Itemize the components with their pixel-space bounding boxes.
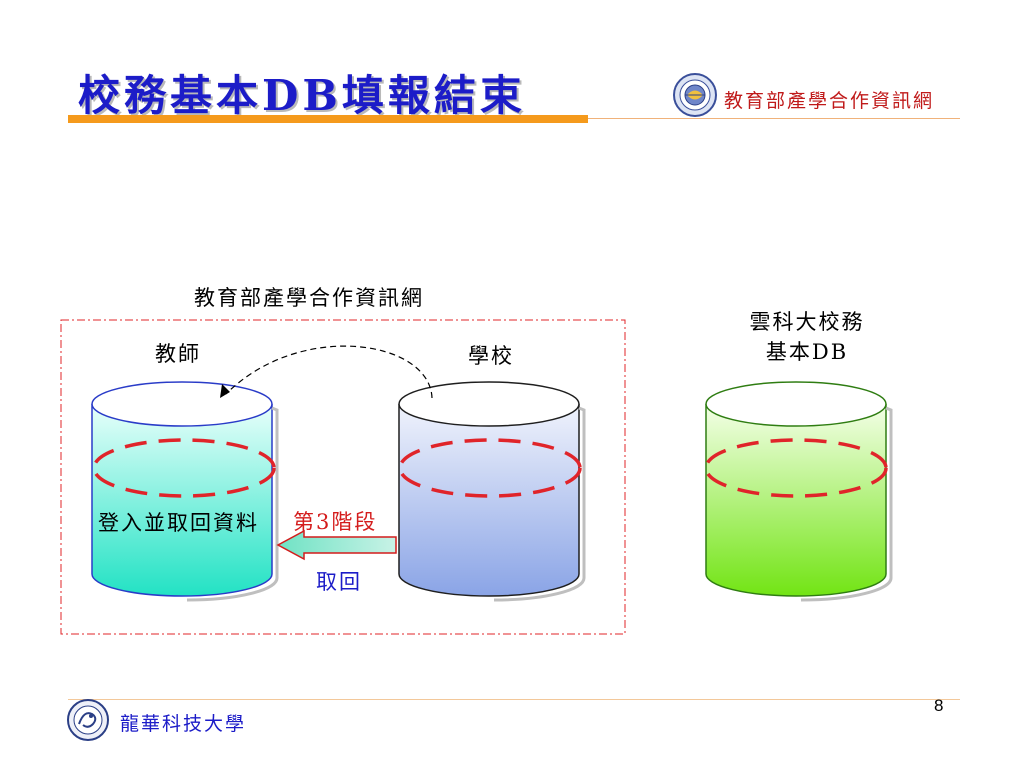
- yunke-db-dashed-ring: [704, 438, 888, 498]
- yunke-db-label-line1: 雲科大校務: [749, 310, 865, 334]
- retrieve-label: 取回: [316, 570, 362, 594]
- teacher-db-cylinder: [91, 381, 279, 602]
- school-db-cylinder: [398, 381, 586, 602]
- dashed-curve-arrowhead: [220, 384, 230, 398]
- title-accent-bar: [68, 115, 588, 123]
- stage-label: 第3階段: [293, 510, 378, 534]
- dragon-seal-icon: [67, 699, 109, 741]
- group-frame: [60, 319, 626, 635]
- page-number: 8: [934, 696, 944, 715]
- teacher-db-dashed-ring: [92, 438, 276, 498]
- school-db-dashed-ring: [398, 438, 582, 498]
- dashed-curve-arrow: [225, 345, 433, 399]
- school-label: 學校: [468, 344, 514, 368]
- yunke-db-cylinder: [704, 381, 893, 602]
- teacher-label: 教師: [155, 342, 201, 366]
- footer-divider: [68, 699, 960, 700]
- yunke-db-label-line2: 基本DB: [765, 340, 849, 364]
- footer-school-name: 龍華科技大學: [120, 713, 247, 735]
- org-name: 教育部產學合作資訊網: [724, 90, 935, 112]
- group-label: 教育部產學合作資訊網: [194, 286, 424, 310]
- page-title: 校務基本DB填報結束: [78, 71, 526, 120]
- teacher-action-label: 登入並取回資料: [98, 511, 259, 535]
- globe-seal-icon: [673, 73, 717, 117]
- yunke-db-label: 雲科大校務 基本DB: [732, 307, 882, 367]
- retrieve-block-arrow: [276, 529, 397, 561]
